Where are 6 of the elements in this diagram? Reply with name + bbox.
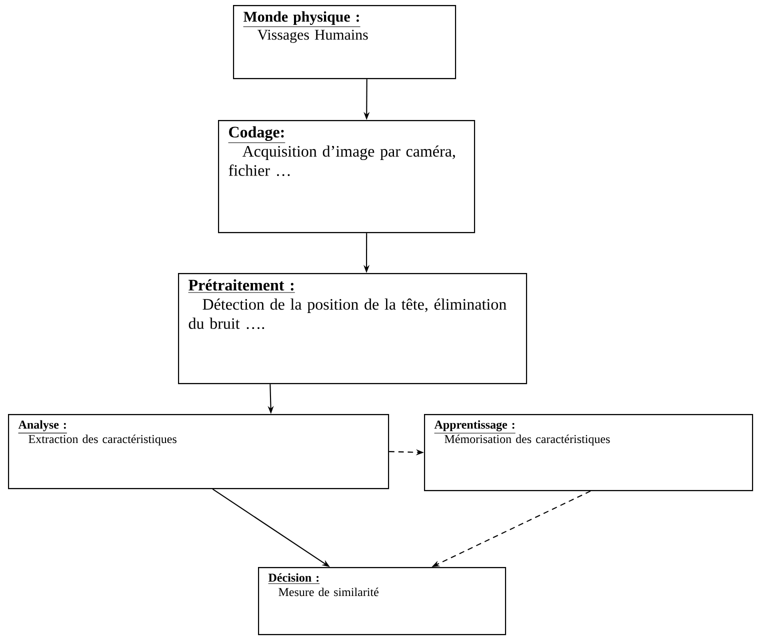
process-box: Monde physique : Vissages Humains — [233, 5, 456, 80]
process-box: Codage: Acquisition d’image par caméra, fichier … — [218, 120, 476, 234]
process-box: Prétraitement : Détection de la position de la tête, élimination du bruit …. — [178, 273, 528, 384]
process-box: Décision : Mesure de similarité — [258, 567, 506, 636]
process-box: Apprentissage : Mémorisation des caractéristiques — [424, 414, 754, 492]
process-box: Analyse : Extraction des caractéristiques — [8, 414, 390, 490]
